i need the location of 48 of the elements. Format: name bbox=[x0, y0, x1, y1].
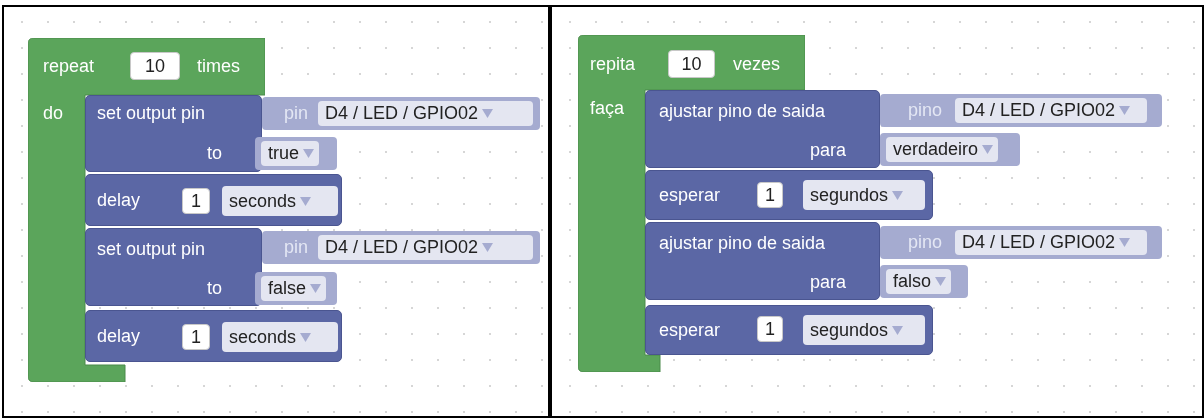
dropdown-field: D4 / LED / GPIO02 bbox=[955, 230, 1147, 255]
dropdown-field: verdadeiro bbox=[886, 137, 999, 162]
dropdown-field: D4 / LED / GPIO02 bbox=[955, 98, 1147, 123]
value-block bbox=[880, 265, 968, 298]
block-label: pino bbox=[908, 233, 943, 251]
number-field: 10 bbox=[668, 50, 715, 78]
dropdown-field: D4 / LED / GPIO02 bbox=[318, 101, 533, 126]
block-label: times bbox=[197, 57, 240, 75]
block-label: repeat bbox=[43, 57, 95, 75]
number-field: 1 bbox=[757, 182, 783, 208]
value-block bbox=[262, 231, 540, 264]
block-label: delay bbox=[97, 191, 141, 209]
dropdown-field: seconds bbox=[222, 322, 338, 352]
block-label: esperar bbox=[659, 186, 721, 204]
dropdown-field: true bbox=[261, 141, 320, 166]
block-label: ajustar pino de saida bbox=[659, 102, 826, 120]
number-field: 1 bbox=[182, 324, 210, 350]
block-label: esperar bbox=[659, 321, 721, 339]
dropdown-field: segundos bbox=[803, 180, 925, 210]
number-field: 1 bbox=[757, 316, 783, 342]
value-block bbox=[255, 272, 337, 305]
block-label: para bbox=[810, 273, 847, 291]
value-block bbox=[255, 137, 337, 170]
number-field: 10 bbox=[130, 52, 180, 80]
block-label: set output pin bbox=[97, 240, 206, 258]
dropdown-field: D4 / LED / GPIO02 bbox=[318, 235, 533, 260]
number-field: 1 bbox=[182, 188, 210, 214]
value-block bbox=[880, 94, 1162, 127]
value-block bbox=[880, 133, 1020, 166]
block-label: set output pin bbox=[97, 104, 206, 122]
block-label: ajustar pino de saida bbox=[659, 234, 826, 252]
dropdown-field: false bbox=[261, 276, 327, 301]
block-label: to bbox=[207, 144, 222, 162]
dropdown-field: seconds bbox=[222, 186, 338, 216]
block-label: repita bbox=[590, 55, 636, 73]
block-label: delay bbox=[97, 327, 141, 345]
block-label: pin bbox=[284, 238, 309, 256]
block-label: para bbox=[810, 141, 847, 159]
value-block bbox=[880, 226, 1162, 259]
value-block bbox=[262, 97, 540, 130]
block-label: vezes bbox=[733, 55, 781, 73]
block-label: do bbox=[43, 104, 64, 122]
block-label: to bbox=[207, 279, 222, 297]
block-label: faça bbox=[590, 99, 625, 117]
block-label: pin bbox=[284, 104, 309, 122]
dropdown-field: segundos bbox=[803, 315, 925, 345]
dropdown-field: falso bbox=[886, 269, 952, 294]
block-label: pino bbox=[908, 101, 943, 119]
